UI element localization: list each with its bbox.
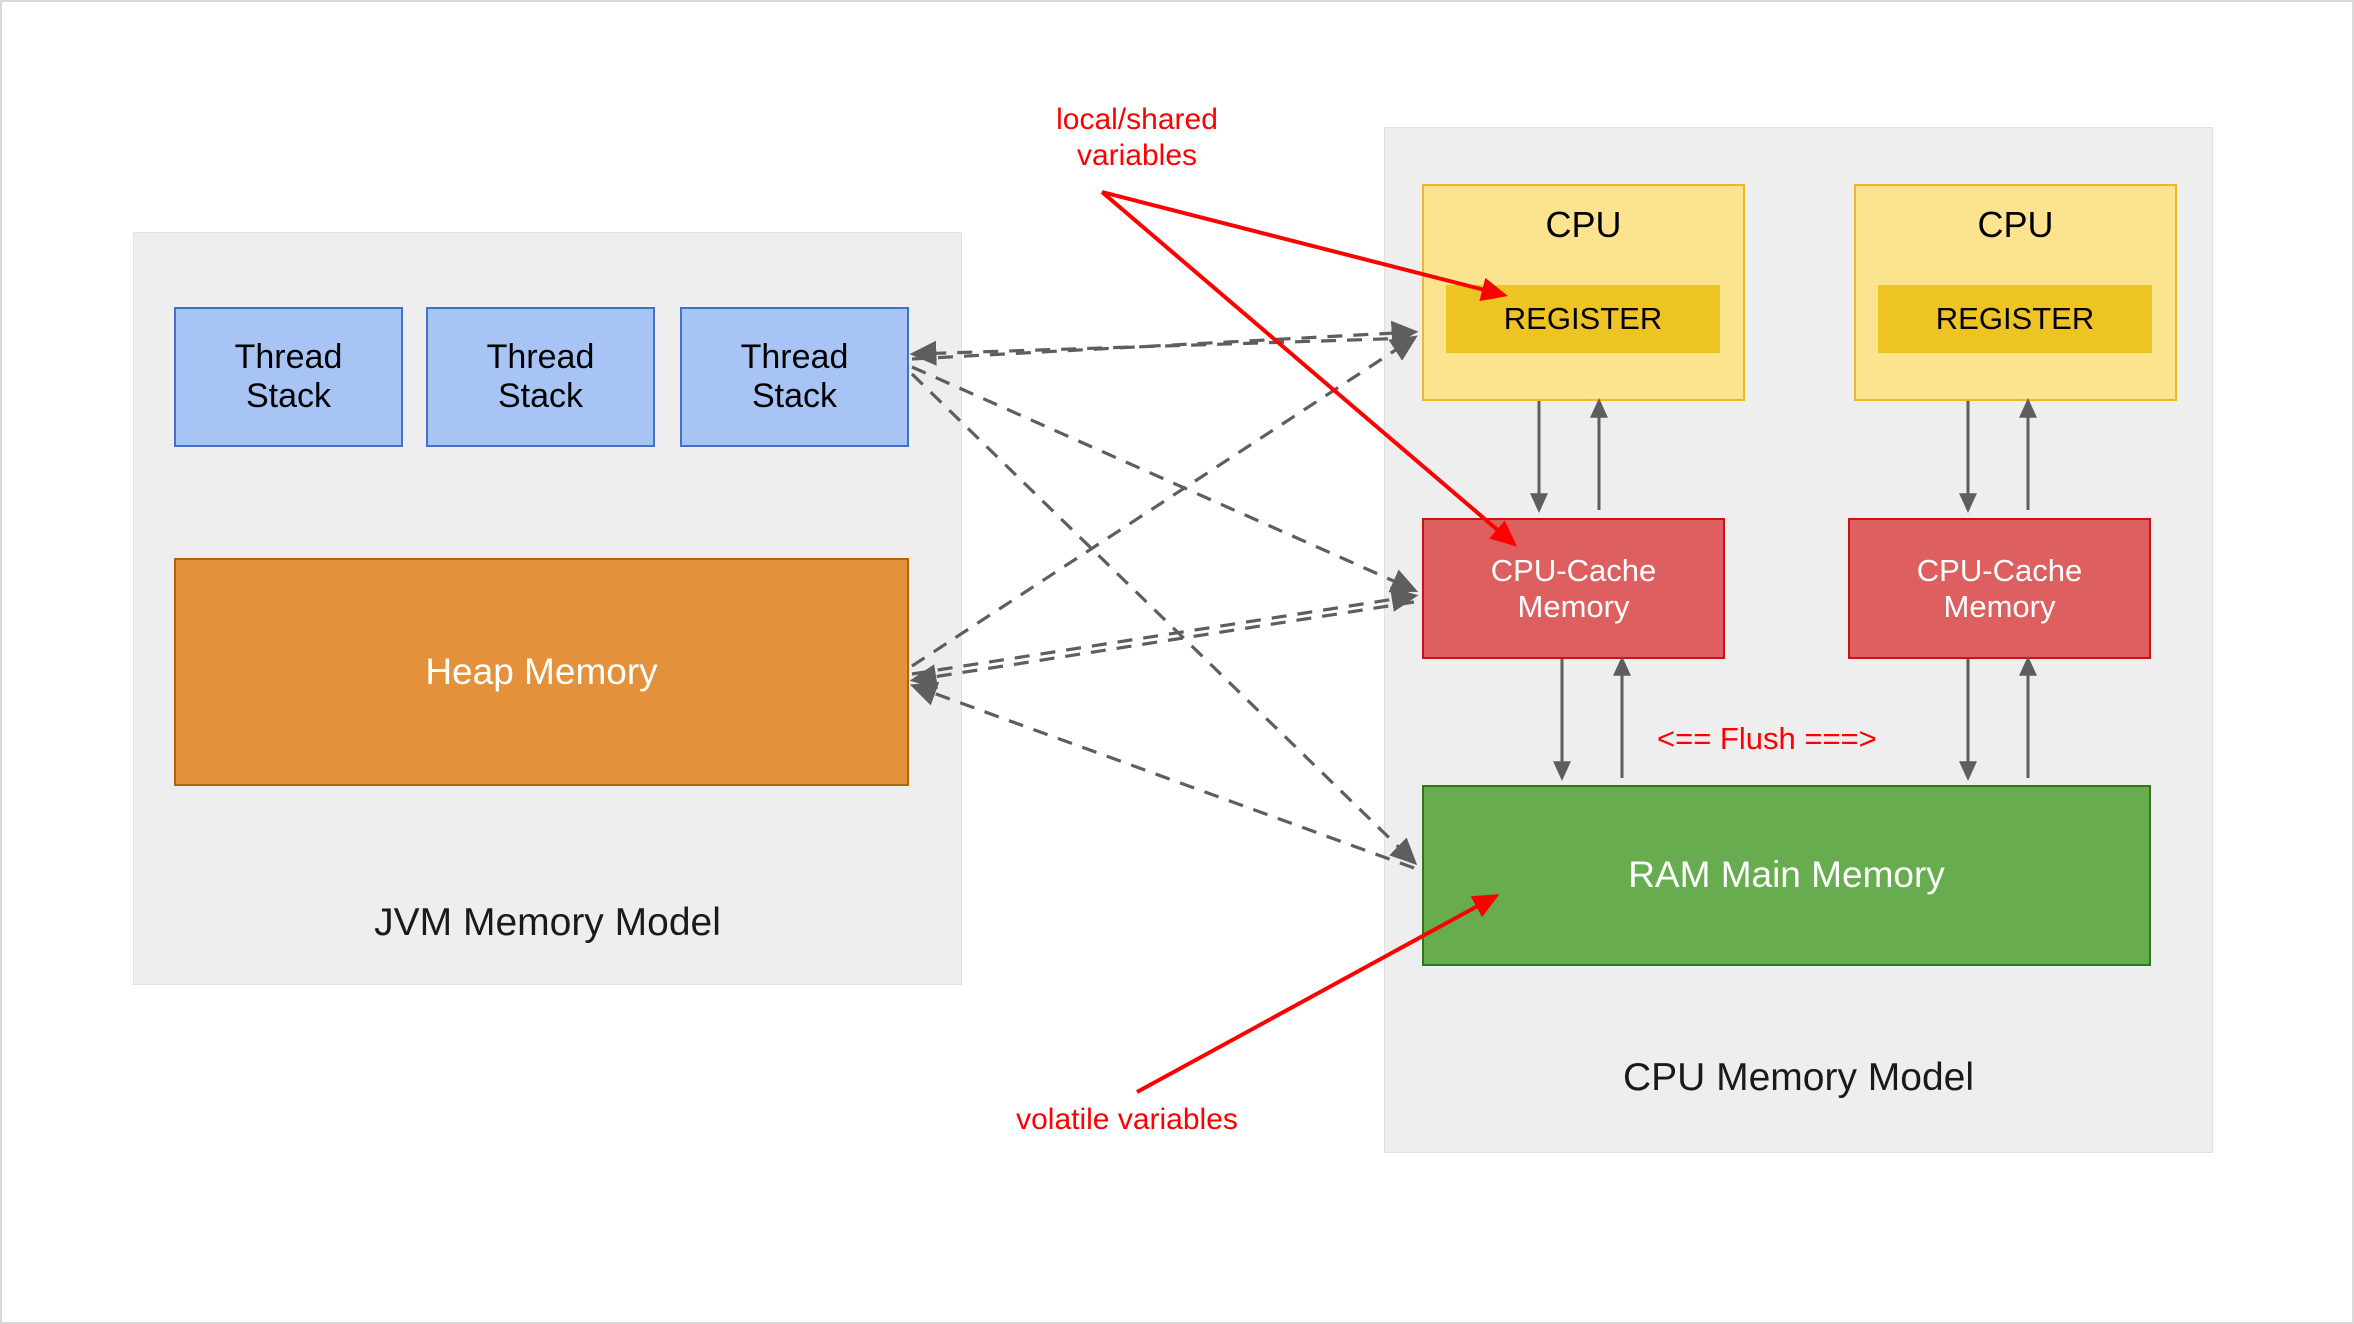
- register-box-1[interactable]: REGISTER: [1446, 285, 1720, 353]
- dashed-arrow-heap-to-cache: [911, 587, 1419, 676]
- jvm-panel-caption: JVM Memory Model: [374, 901, 721, 944]
- dashed-arrow-register-to-threadstack: [909, 336, 1415, 366]
- thread-stack-box-1[interactable]: Thread Stack: [174, 307, 403, 447]
- heap-memory-box[interactable]: Heap Memory: [174, 558, 909, 786]
- cpu-cache-memory-box-2[interactable]: CPU-Cache Memory: [1848, 518, 2151, 659]
- thread-stack-box-3[interactable]: Thread Stack: [680, 307, 909, 447]
- register-box-2[interactable]: REGISTER: [1878, 285, 2152, 353]
- cpu-cache-memory-box-1[interactable]: CPU-Cache Memory: [1422, 518, 1725, 659]
- volatile-variables-label: volatile variables: [1016, 1103, 1238, 1136]
- thread-stack-box-2[interactable]: Thread Stack: [426, 307, 655, 447]
- dashed-arrow-threadstack-to-register: [911, 320, 1419, 361]
- dashed-arrow-threadstack-to-ram: [910, 372, 1418, 866]
- dashed-arrow-threadstack-to-cache: [911, 365, 1419, 593]
- local-shared-variables-label: local/shared variables: [1056, 103, 1218, 172]
- flush-label: <== Flush ===>: [1657, 721, 1877, 756]
- dashed-arrow-ram-to-heap: [909, 681, 1415, 870]
- dashed-arrow-cache-to-heap: [909, 600, 1415, 689]
- ram-main-memory-box[interactable]: RAM Main Memory: [1422, 785, 2151, 966]
- cpu-panel-caption: CPU Memory Model: [1622, 1056, 1975, 1099]
- dashed-arrow-heap-to-register: [911, 335, 1418, 668]
